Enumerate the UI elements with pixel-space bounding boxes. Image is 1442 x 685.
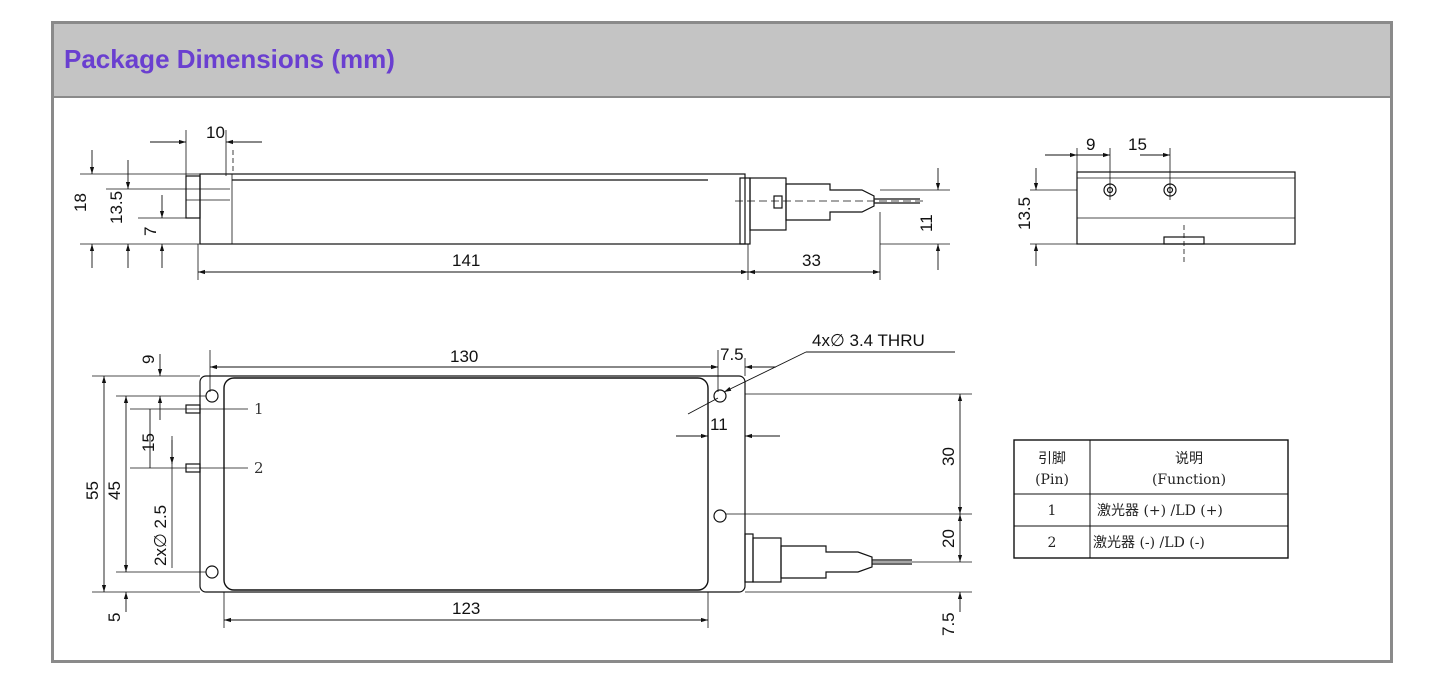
table-header-pin-en: (Pin) bbox=[1035, 472, 1069, 488]
side-view bbox=[80, 130, 950, 280]
top-plate-outline bbox=[199, 375, 746, 593]
dim-pin-diameter: 2x∅ 2.5 bbox=[151, 505, 170, 566]
dim-top-20: 20 bbox=[939, 529, 958, 548]
top-body-outline bbox=[223, 377, 709, 591]
table-header-pin-cn: 引脚 bbox=[1038, 451, 1066, 467]
dim-end-15: 15 bbox=[1128, 135, 1147, 154]
dim-top-45: 45 bbox=[105, 481, 124, 500]
pin-table bbox=[1013, 439, 1289, 559]
table-header-function-cn: 说明 bbox=[1175, 451, 1203, 467]
dim-top-15: 15 bbox=[139, 433, 158, 452]
table-header-function-en: (Function) bbox=[1152, 472, 1226, 488]
dim-top-30: 30 bbox=[939, 447, 958, 466]
dim-top-7-5: 7.5 bbox=[720, 345, 744, 364]
section-header: Package Dimensions (mm) bbox=[54, 24, 1390, 98]
table-row-1-pin: 1 bbox=[1048, 503, 1057, 519]
dim-end-9: 9 bbox=[1086, 135, 1095, 154]
dim-side-10: 10 bbox=[206, 123, 225, 142]
dim-side-18: 18 bbox=[71, 193, 90, 212]
table-row-2-function: 激光器 (-) /LD (-) bbox=[1093, 534, 1205, 551]
dim-side-11: 11 bbox=[917, 214, 936, 232]
dim-side-33: 33 bbox=[802, 251, 821, 270]
top-view bbox=[92, 350, 972, 628]
table-row-1-function: 激光器 (+) /LD (+) bbox=[1097, 502, 1223, 519]
pin-label-2: 2 bbox=[254, 459, 264, 477]
dim-side-13-5: 13.5 bbox=[107, 191, 126, 224]
dim-top-130: 130 bbox=[450, 347, 478, 366]
section-title: Package Dimensions (mm) bbox=[64, 44, 395, 74]
dim-side-7: 7 bbox=[141, 227, 160, 236]
dim-side-141: 141 bbox=[452, 251, 480, 270]
pin-label-1: 1 bbox=[254, 400, 264, 418]
dim-top-9: 9 bbox=[139, 355, 158, 364]
package-dimensions-panel: Package Dimensions (mm) bbox=[51, 21, 1393, 663]
side-body-outline bbox=[199, 173, 746, 245]
end-view bbox=[1030, 148, 1296, 266]
dim-top-5: 5 bbox=[105, 613, 124, 622]
dim-top-123: 123 bbox=[452, 599, 480, 618]
dim-top-55: 55 bbox=[83, 481, 102, 500]
table-row-2-pin: 2 bbox=[1048, 535, 1057, 551]
dim-top-11: 11 bbox=[710, 415, 728, 434]
dim-top-7-5-bottom: 7.5 bbox=[939, 612, 958, 636]
dim-end-13-5: 13.5 bbox=[1015, 197, 1034, 230]
hole-note: 4x∅ 3.4 THRU bbox=[812, 331, 925, 350]
